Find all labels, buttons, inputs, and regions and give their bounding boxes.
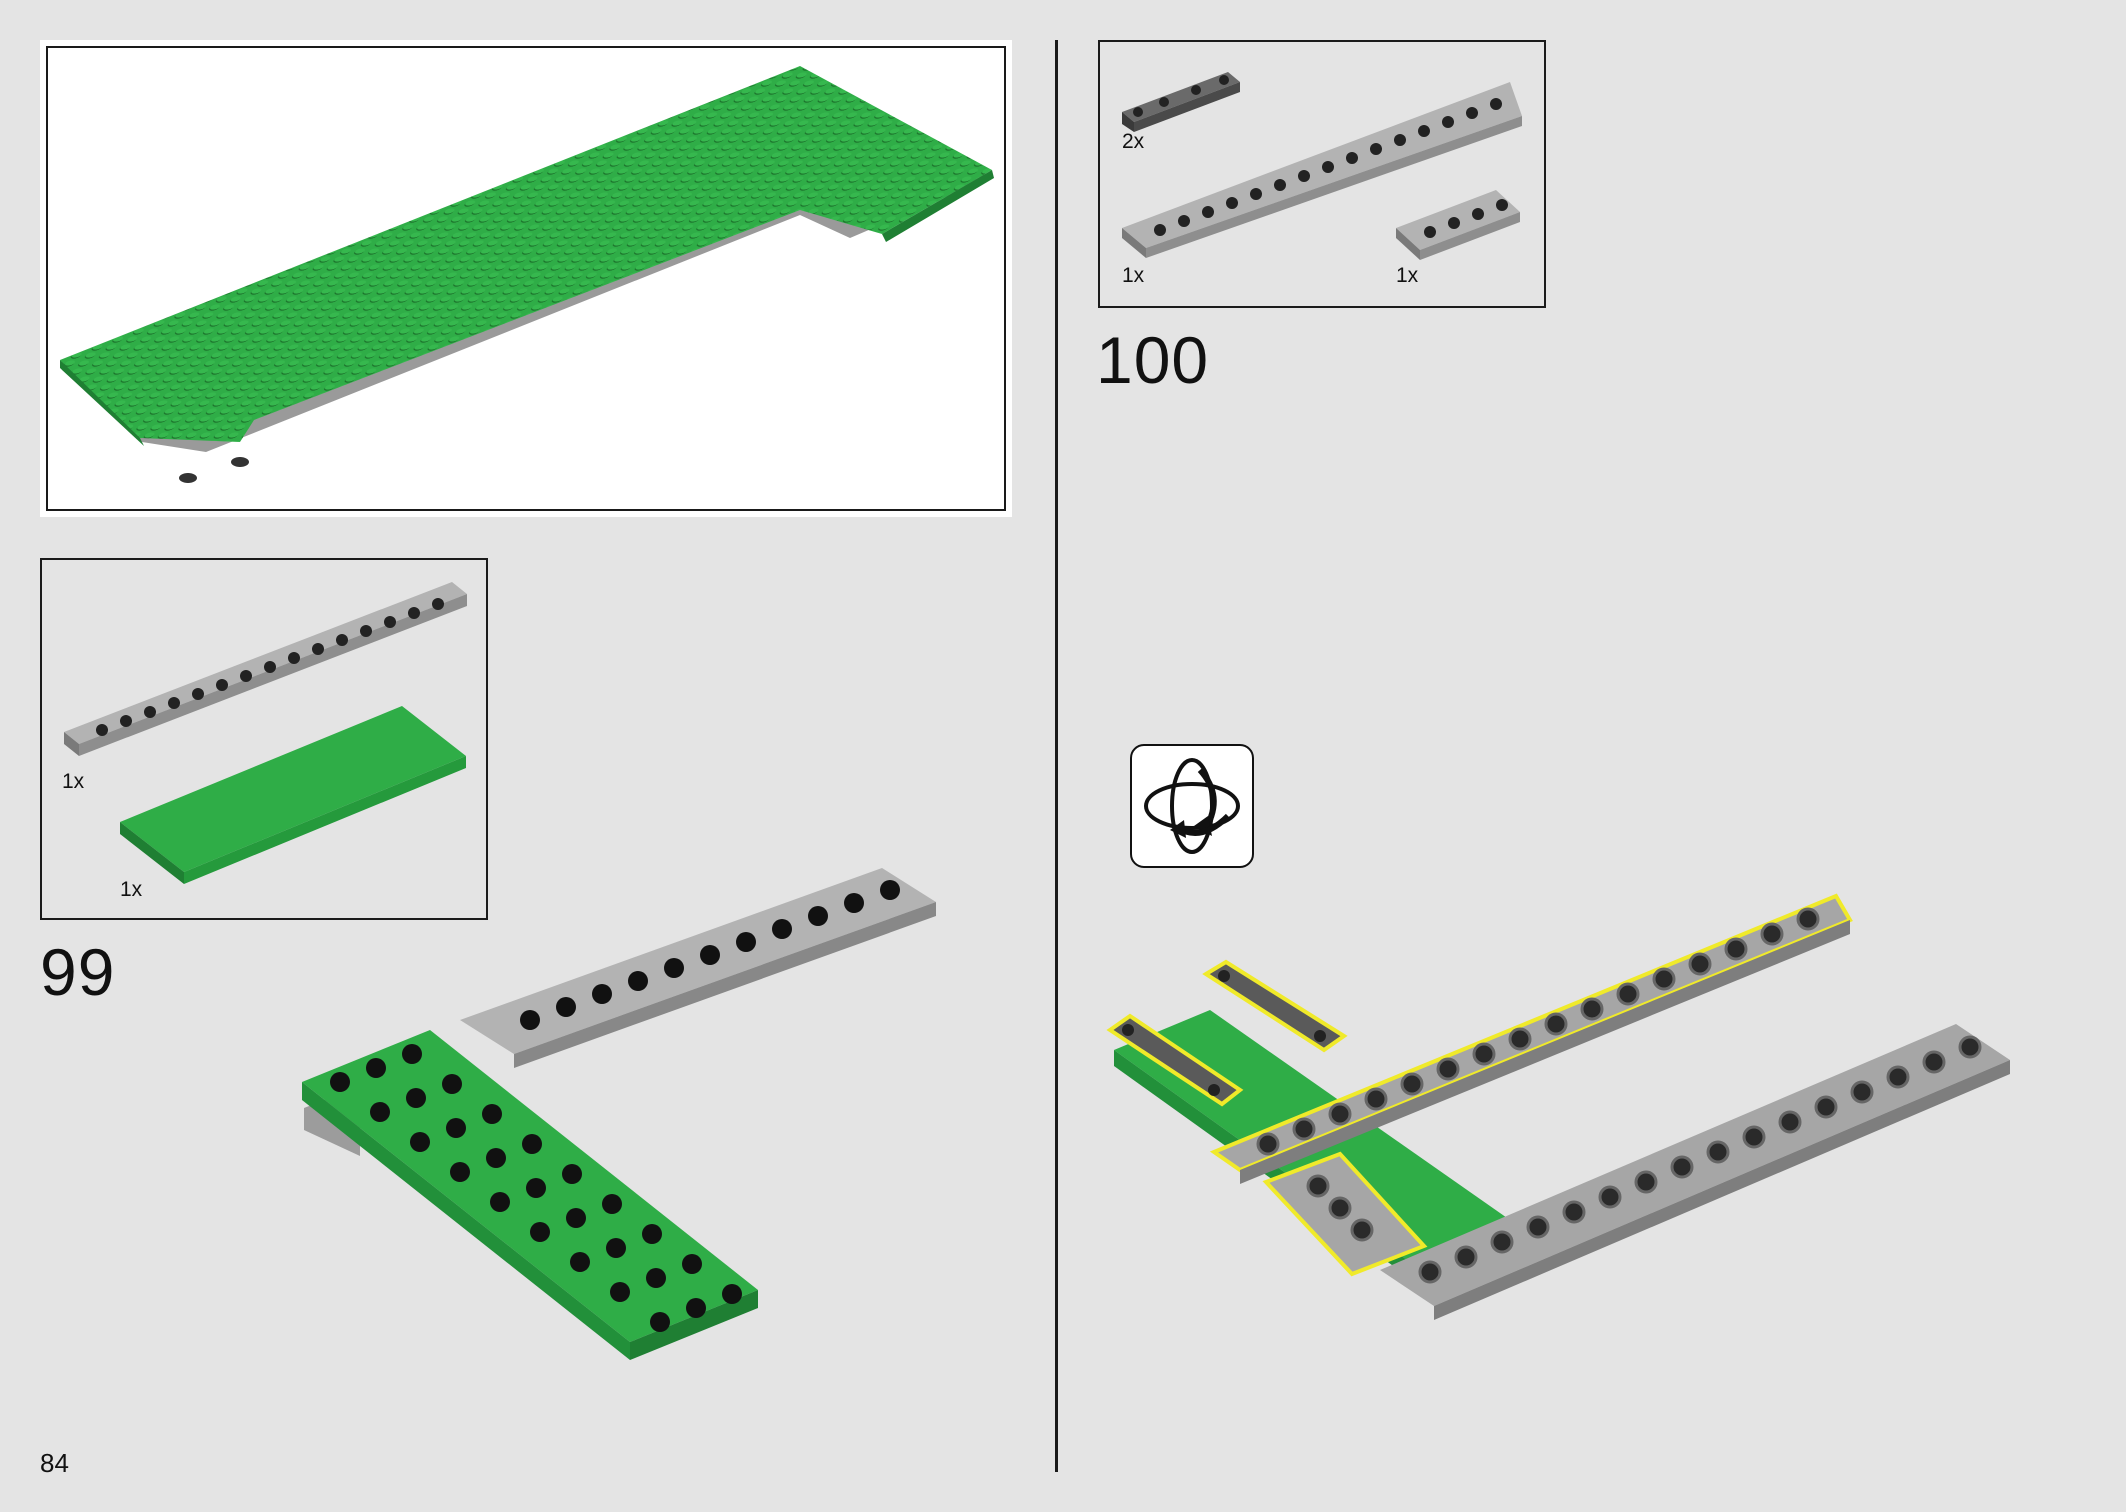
- rotate-model-icon: [1130, 744, 1254, 868]
- step100-parts-illustration: [1122, 72, 1522, 260]
- step100-number: 100: [1096, 323, 1210, 397]
- overview-frame: [40, 40, 1012, 517]
- step100-part1-qty: 2x: [1122, 130, 1145, 153]
- step100-part2-qty: 1x: [1122, 264, 1145, 287]
- step99-part1-qty: 1x: [62, 770, 85, 793]
- overview-model-illustration: [60, 66, 994, 483]
- step100-assembly-illustration: [1106, 893, 2010, 1320]
- page-divider: [1055, 40, 1058, 1472]
- step99-number: 99: [40, 935, 116, 1009]
- step100-part3-qty: 1x: [1396, 264, 1419, 287]
- step99-part2-qty: 1x: [120, 878, 143, 901]
- step99-parts-illustration: [64, 582, 467, 884]
- page-number: 84: [40, 1448, 69, 1478]
- step99-parts-callout: 1x 1x: [40, 558, 488, 920]
- step99-assembly-illustration: [302, 868, 936, 1360]
- step100-parts-callout: 2x 1x 1x: [1098, 40, 1546, 308]
